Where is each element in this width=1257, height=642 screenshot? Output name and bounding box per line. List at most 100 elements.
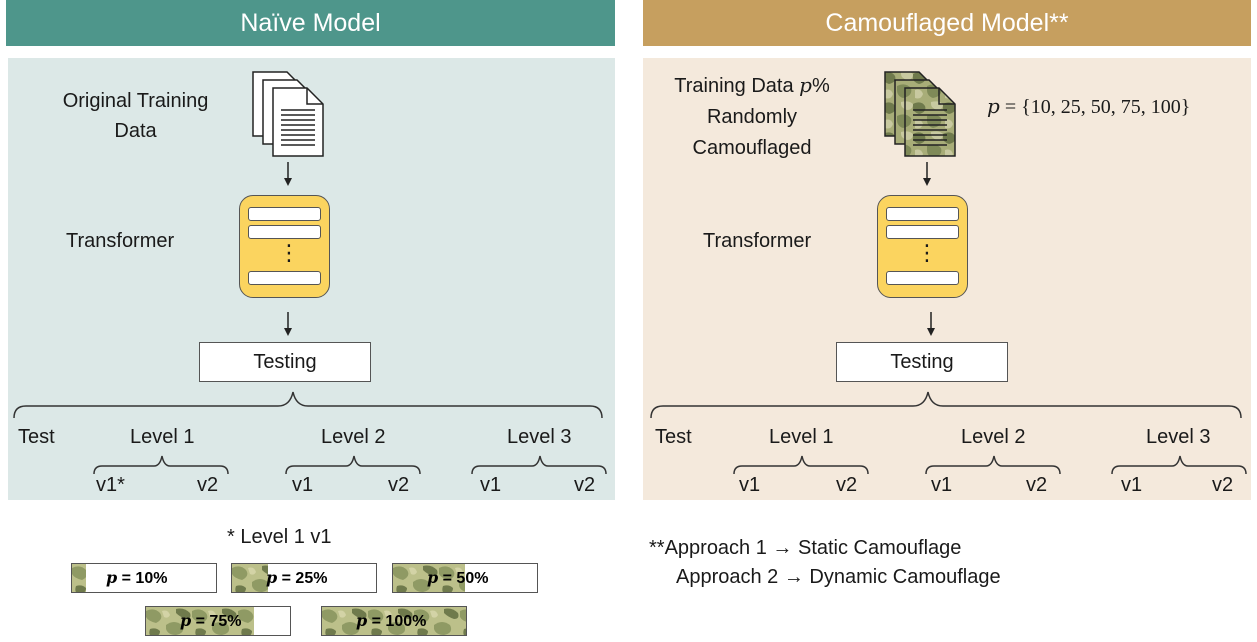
test-brace bbox=[13, 391, 603, 419]
transformer-block: ⋮ bbox=[239, 195, 330, 298]
approach-2-note: Approach 2 → Dynamic Camouflage bbox=[676, 566, 1001, 589]
camo-bar-label: p = 100% bbox=[356, 611, 426, 631]
bar-p-variable: p bbox=[266, 568, 278, 587]
percent-sign: % bbox=[811, 75, 830, 97]
camo-data-label-line2: Randomly bbox=[706, 106, 798, 128]
test-label: Test bbox=[18, 426, 55, 448]
level-3-v2: v2 bbox=[574, 474, 596, 496]
camo-level-1-v2: v2 bbox=[836, 474, 858, 496]
camo-bar-label: p = 25% bbox=[266, 568, 327, 588]
camo-data-label-line1: Training Data p% bbox=[655, 70, 849, 102]
bar-percent-label: = 100% bbox=[367, 613, 427, 630]
bar-percent-label: = 50% bbox=[438, 570, 489, 587]
data-label-line2: Data bbox=[114, 120, 157, 142]
camo-transformer-block: ⋮ bbox=[877, 195, 968, 298]
camo-bar-10: p = 10% bbox=[71, 563, 217, 593]
bar-percent-label: = 75% bbox=[191, 613, 242, 630]
level-1-brace bbox=[93, 455, 229, 475]
ellipsis-dots: ⋮ bbox=[916, 240, 938, 265]
arrow-down-icon bbox=[923, 162, 931, 186]
camouflaged-model-title: Camouflaged Model bbox=[825, 8, 1050, 37]
camo-bar-fill bbox=[146, 607, 254, 635]
testing-box: Testing bbox=[199, 342, 371, 382]
ellipsis-dots: ⋮ bbox=[278, 240, 300, 265]
camouflaged-model-header: Camouflaged Model** bbox=[643, 0, 1251, 46]
transformer-layer bbox=[886, 271, 959, 285]
camo-level-2-v2: v2 bbox=[1026, 474, 1048, 496]
camo-test-label: Test bbox=[655, 426, 692, 448]
p-values-variable: p bbox=[987, 94, 1000, 118]
p-values-formula: p = {10, 25, 50, 75, 100} bbox=[987, 94, 1190, 119]
camo-bar-50: p = 50% bbox=[392, 563, 538, 593]
p-values-set: = {10, 25, 50, 75, 100} bbox=[999, 96, 1191, 118]
camo-testing-box: Testing bbox=[836, 342, 1008, 382]
data-label-line1: Original Training bbox=[62, 90, 209, 112]
level-2-brace bbox=[285, 455, 421, 475]
naive-model-title: Naïve Model bbox=[240, 8, 381, 37]
documents-icon bbox=[252, 71, 324, 157]
transformer-layer bbox=[248, 207, 321, 221]
level-2-v2: v2 bbox=[388, 474, 410, 496]
camo-level-1-v1: v1 bbox=[739, 474, 761, 496]
bar-p-variable: p bbox=[180, 611, 192, 630]
naive-model-header: Naïve Model bbox=[6, 0, 615, 46]
p-variable: p bbox=[799, 73, 812, 97]
camo-bar-fill bbox=[322, 607, 466, 635]
approach-1-text: Static Camouflage bbox=[792, 537, 962, 559]
arrow-down-icon bbox=[284, 162, 292, 186]
camo-bar-fill bbox=[232, 564, 268, 592]
transformer-layer bbox=[886, 207, 959, 221]
camo-transformer-label: Transformer bbox=[703, 230, 812, 252]
transformer-layer bbox=[886, 225, 959, 239]
camo-bar-fill bbox=[393, 564, 465, 592]
approach-2-text: Dynamic Camouflage bbox=[803, 566, 1001, 588]
bar-percent-label: = 10% bbox=[117, 570, 168, 587]
camo-data-label-line3: Camouflaged bbox=[692, 137, 812, 159]
camo-level-1-brace bbox=[733, 455, 869, 475]
camouflaged-documents-icon bbox=[884, 71, 956, 157]
camo-bar-label: p = 10% bbox=[106, 568, 167, 588]
camouflaged-model-panel: Training Data p% Randomly Camouflaged p … bbox=[643, 58, 1251, 500]
bar-p-variable: p bbox=[106, 568, 118, 587]
camo-level-3-label: Level 3 bbox=[1146, 426, 1211, 448]
original-training-data-label: Original Training Data bbox=[48, 86, 223, 146]
camo-level-2-label: Level 2 bbox=[961, 426, 1026, 448]
camo-testing-label: Testing bbox=[890, 350, 954, 373]
level-3-label: Level 3 bbox=[507, 426, 572, 448]
transformer-layer bbox=[248, 271, 321, 285]
level-3-v1: v1 bbox=[480, 474, 502, 496]
arrow-right-icon: → bbox=[772, 537, 793, 559]
camo-level-3-brace bbox=[1111, 455, 1247, 475]
level-1-label: Level 1 bbox=[130, 426, 195, 448]
approach-2-prefix: Approach 2 bbox=[676, 566, 784, 588]
camouflaged-title-suffix: ** bbox=[1049, 8, 1069, 37]
camo-bar-fill bbox=[72, 564, 87, 592]
camo-level-1-label: Level 1 bbox=[769, 426, 834, 448]
level-1-v1-note-title: * Level 1 v1 bbox=[227, 526, 332, 548]
bar-percent-label: = 25% bbox=[277, 570, 328, 587]
level-3-brace bbox=[471, 455, 607, 475]
camo-bar-label: p = 75% bbox=[180, 611, 241, 631]
camo-level-3-v2: v2 bbox=[1212, 474, 1234, 496]
approach-1-prefix: **Approach 1 bbox=[649, 537, 773, 559]
level-1-v1: v1* bbox=[96, 474, 125, 496]
camouflaged-training-data-label: Training Data p% Randomly Camouflaged bbox=[655, 70, 849, 164]
camo-level-3-v1: v1 bbox=[1121, 474, 1143, 496]
approach-1-note: **Approach 1 → Static Camouflage bbox=[649, 537, 961, 560]
transformer-label: Transformer bbox=[66, 230, 175, 252]
camo-bar-75: p = 75% bbox=[145, 606, 291, 636]
transformer-layer bbox=[248, 225, 321, 239]
testing-label: Testing bbox=[253, 350, 317, 373]
level-2-v1: v1 bbox=[292, 474, 314, 496]
camo-level-2-brace bbox=[925, 455, 1061, 475]
naive-model-panel: Original Training Data Transformer ⋮ Tes… bbox=[8, 58, 615, 500]
camo-bar-100: p = 100% bbox=[321, 606, 467, 636]
arrow-down-icon bbox=[284, 312, 292, 336]
arrow-right-icon: → bbox=[783, 566, 804, 588]
arrow-down-icon bbox=[927, 312, 935, 336]
training-data-text: Training Data bbox=[674, 75, 794, 97]
level-1-v2: v2 bbox=[197, 474, 219, 496]
bar-p-variable: p bbox=[427, 568, 439, 587]
camo-bar-label: p = 50% bbox=[427, 568, 488, 588]
camo-bar-25: p = 25% bbox=[231, 563, 377, 593]
